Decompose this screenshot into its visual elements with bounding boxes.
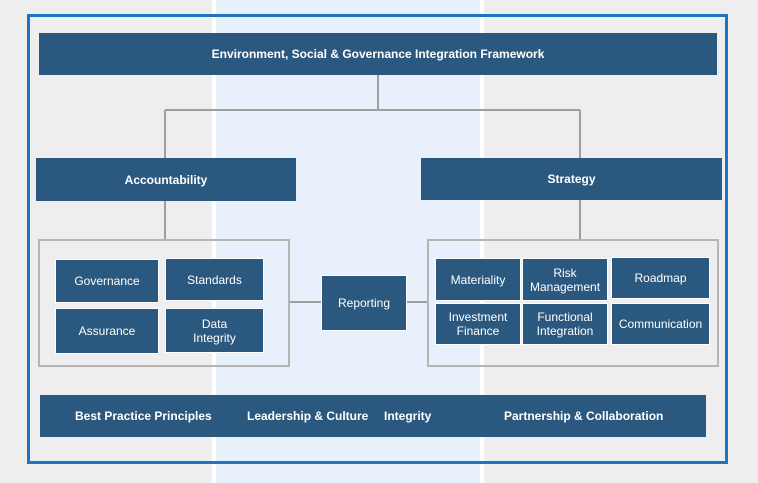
accountability-group — [38, 239, 290, 367]
risk-management-box: Risk Management — [522, 258, 608, 301]
principles-bar: Best Practice Principles Leadership & Cu… — [40, 395, 706, 437]
reporting-box: Reporting — [321, 275, 407, 331]
materiality-box: Materiality — [435, 258, 521, 301]
governance-box: Governance — [55, 259, 159, 303]
investment-finance-box: Investment Finance — [435, 303, 521, 345]
principle-leadership-culture: Leadership & Culture — [247, 409, 369, 423]
strategy-group — [427, 239, 719, 367]
accountability-heading: Accountability — [36, 158, 296, 201]
roadmap-box: Roadmap — [611, 257, 710, 299]
communication-box: Communication — [611, 303, 710, 345]
functional-integration-box: Functional Integration — [522, 303, 608, 345]
strategy-heading: Strategy — [421, 158, 722, 200]
assurance-box: Assurance — [55, 308, 159, 354]
principle-best-practice: Best Practice Principles — [75, 409, 212, 423]
framework-frame — [27, 14, 728, 464]
principle-integrity: Integrity — [384, 409, 432, 423]
band-gap — [480, 0, 484, 483]
data-integrity-box: Data Integrity — [165, 308, 264, 353]
principle-partnership: Partnership & Collaboration — [504, 409, 664, 423]
standards-box: Standards — [165, 258, 264, 301]
framework-title: Environment, Social & Governance Integra… — [39, 33, 717, 75]
band-gap — [212, 0, 216, 483]
